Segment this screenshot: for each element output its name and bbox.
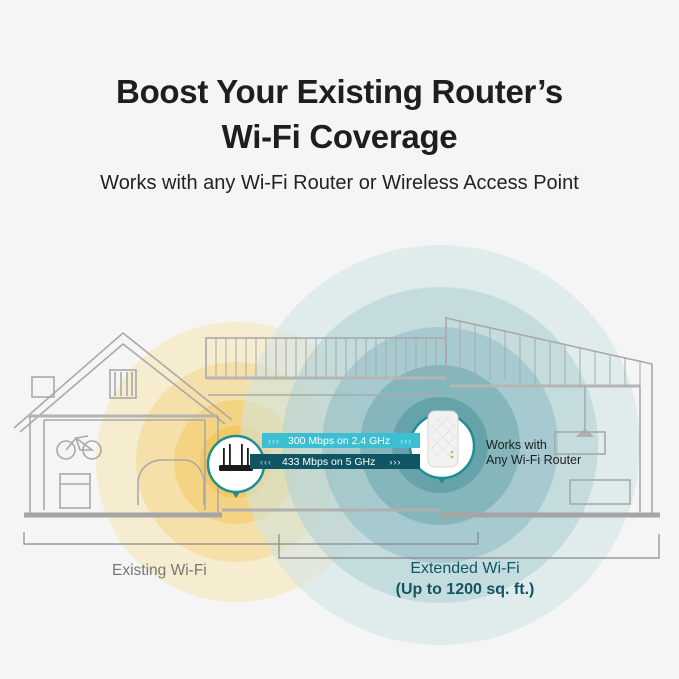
extended-wifi-area: (Up to 1200 sq. ft.) <box>395 581 535 598</box>
extender-caption-line1: Works with <box>486 438 547 452</box>
link-5ghz-label: 433 Mbps on 5 GHz <box>282 455 376 468</box>
link-2-4ghz-label: 300 Mbps on 2.4 GHz <box>288 434 391 447</box>
house-outline <box>13 317 660 518</box>
extender-caption-line2: Any Wi-Fi Router <box>486 453 582 467</box>
extender-caption: Works with Any Wi-Fi Router <box>486 438 581 468</box>
existing-wifi-label: Existing Wi-Fi <box>112 562 207 579</box>
page-title-line1: Boost Your Existing Router’s <box>116 73 563 110</box>
chevrons-right-icon: ››› <box>400 435 413 446</box>
link-2-4ghz-bar: ‹‹‹ 300 Mbps on 2.4 GHz ››› <box>262 433 420 448</box>
extended-wifi-label: Extended Wi-Fi (Up to 1200 sq. ft.) <box>385 558 545 600</box>
coverage-brackets <box>23 532 660 559</box>
range-extender-icon <box>427 410 459 468</box>
chevrons-left-icon: ‹‹‹ <box>268 435 280 446</box>
page-subtitle: Works with any Wi-Fi Router or Wireless … <box>100 172 579 194</box>
extended-wifi-label-line1: Extended Wi-Fi <box>410 560 520 577</box>
page-title-line2: Wi-Fi Coverage <box>221 118 458 155</box>
extender-bubble <box>408 410 476 484</box>
chevrons-right-icon: ››› <box>389 456 402 467</box>
link-5ghz-bar: ‹‹‹ 433 Mbps on 5 GHz ››› <box>250 454 420 469</box>
wifi-router-icon <box>219 444 253 471</box>
chevrons-left-icon: ‹‹‹ <box>260 456 272 467</box>
